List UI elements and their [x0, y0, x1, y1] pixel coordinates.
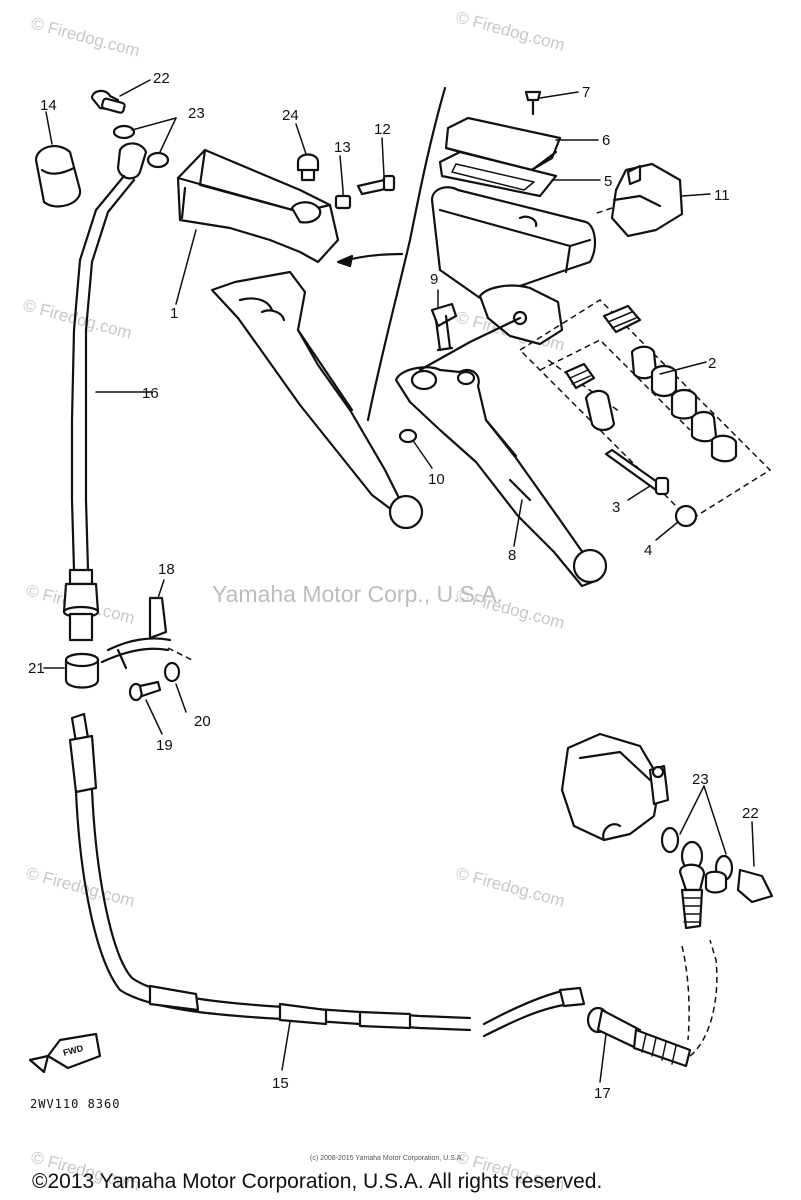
- watermark-firedog: © Firedog.com: [29, 14, 142, 61]
- callout-16: 16: [142, 385, 159, 402]
- cap-screw-7: [524, 90, 542, 116]
- callout-13: 13: [334, 139, 351, 156]
- banjo-bolt-22-top: [90, 89, 126, 114]
- callout-10: 10: [428, 471, 445, 488]
- callout-6: 6: [602, 132, 610, 149]
- callout-3: 3: [612, 499, 620, 516]
- callout-23: 23: [188, 105, 205, 122]
- diaphragm-5: [438, 150, 558, 198]
- washer-20: [163, 661, 181, 683]
- callout-14: 14: [40, 97, 57, 114]
- watermark-yamaha: Yamaha Motor Corp., U.S.A.: [212, 581, 503, 607]
- lever-left: [210, 270, 424, 530]
- release-cylinder: [560, 732, 670, 842]
- callout-numbers: 22 23 14 24 13 12 1 16 7 6 5 11 2 3 4 9 …: [28, 70, 759, 1102]
- nut-10: [398, 428, 418, 444]
- push-rod-3: [604, 448, 670, 496]
- callout-4: 4: [644, 542, 652, 559]
- brake-lever-8: [394, 366, 608, 588]
- callout-20: 20: [194, 713, 211, 730]
- callout-1: 1: [170, 305, 178, 322]
- callout-17: 17: [594, 1085, 611, 1102]
- rubber-cover-14: [34, 144, 82, 208]
- hose-bracket-18: [100, 596, 193, 670]
- washer-23-top: [112, 124, 170, 169]
- callout-11: 11: [714, 187, 730, 204]
- footer-copyright: ©2013 Yamaha Motor Corporation, U.S.A. A…: [32, 1170, 602, 1193]
- piston-kit-2: [518, 299, 772, 521]
- switch-11: [593, 162, 684, 238]
- bolt-12: [356, 174, 396, 196]
- hose-fitting-17: [558, 939, 718, 1068]
- master-cylinder-body: [430, 186, 596, 346]
- boot-4: [674, 504, 698, 528]
- forward-arrow-icon: FWD: [28, 1032, 102, 1074]
- hose-guide-21: [64, 652, 100, 689]
- callout-19: 19: [156, 737, 173, 754]
- assembly-arrowhead: [336, 254, 354, 268]
- callout-9: 9: [430, 271, 438, 288]
- callout-21: 21: [28, 660, 45, 677]
- clutch-hose-16: [62, 142, 148, 642]
- divider-line: [366, 86, 447, 422]
- pivot-leader: [418, 316, 522, 372]
- callout-22: 22: [153, 70, 170, 87]
- clutch-hose-15: [68, 712, 572, 1038]
- callout-7: 7: [582, 84, 590, 101]
- watermark-firedog: © Firedog.com: [24, 864, 137, 911]
- drawing-code: 2WV110 8360: [30, 1097, 120, 1111]
- nut-13: [334, 189, 352, 210]
- watermark-firedog: © Firedog.com: [454, 8, 567, 55]
- callout-2: 2: [708, 355, 716, 372]
- callout-8: 8: [508, 547, 516, 564]
- callout-23-bottom: 23: [692, 771, 709, 788]
- callout-18: 18: [158, 561, 175, 578]
- callout-24: 24: [282, 107, 299, 124]
- banjo-bolt-22-bottom: [704, 868, 774, 904]
- leader-lines: [43, 79, 755, 1083]
- callout-22-bottom: 22: [742, 805, 759, 822]
- watermark-firedog: © Firedog.com: [454, 864, 567, 911]
- callout-15: 15: [272, 1075, 289, 1092]
- bleed-fitting: [678, 863, 706, 930]
- bolt-24: [296, 153, 320, 182]
- callout-5: 5: [604, 173, 612, 190]
- lever-bracket-left: [176, 148, 340, 264]
- callout-12: 12: [374, 121, 391, 138]
- pivot-bolt-9: [430, 302, 458, 352]
- bolt-19: [128, 680, 162, 702]
- small-copyright: (c) 2008-2015 Yamaha Motor Corporation, …: [310, 1155, 463, 1162]
